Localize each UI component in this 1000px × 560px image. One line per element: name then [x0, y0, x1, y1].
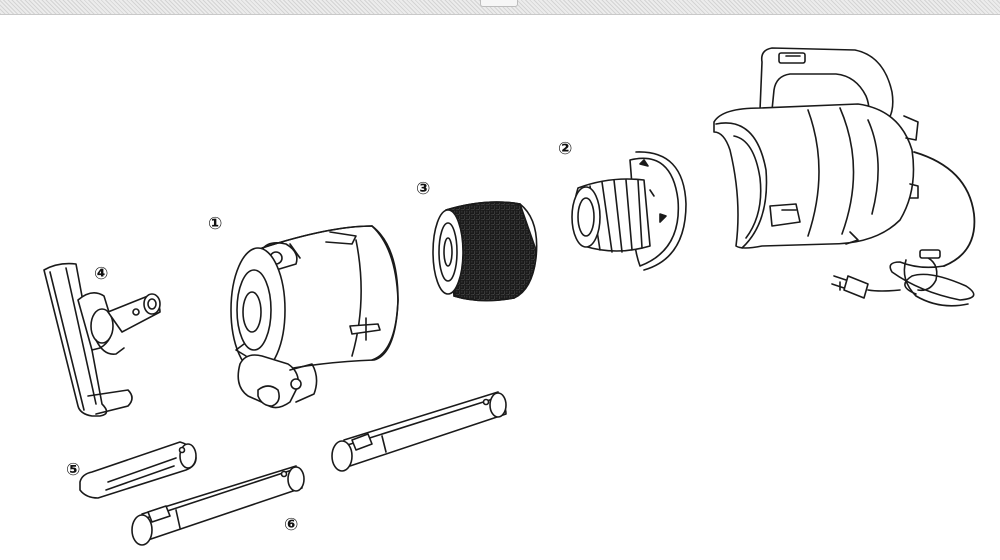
dust-cup [230, 225, 399, 409]
top-tab-handle[interactable] [480, 0, 518, 7]
floor-brush [43, 262, 161, 417]
top-strip [0, 0, 1000, 15]
mesh-filter [432, 201, 538, 302]
callout-1: ① [208, 214, 222, 234]
main-body-unit [713, 47, 976, 307]
cone-filter [571, 151, 687, 271]
extension-tube-lower [131, 465, 305, 546]
callout-3: ③ [416, 179, 430, 199]
callout-2: ② [558, 139, 572, 159]
crevice-nozzle [79, 441, 197, 499]
callout-4: ④ [94, 264, 108, 284]
callout-6: ⑥ [284, 515, 298, 535]
callout-5: ⑤ [66, 460, 80, 480]
extension-tube-upper [331, 391, 507, 472]
